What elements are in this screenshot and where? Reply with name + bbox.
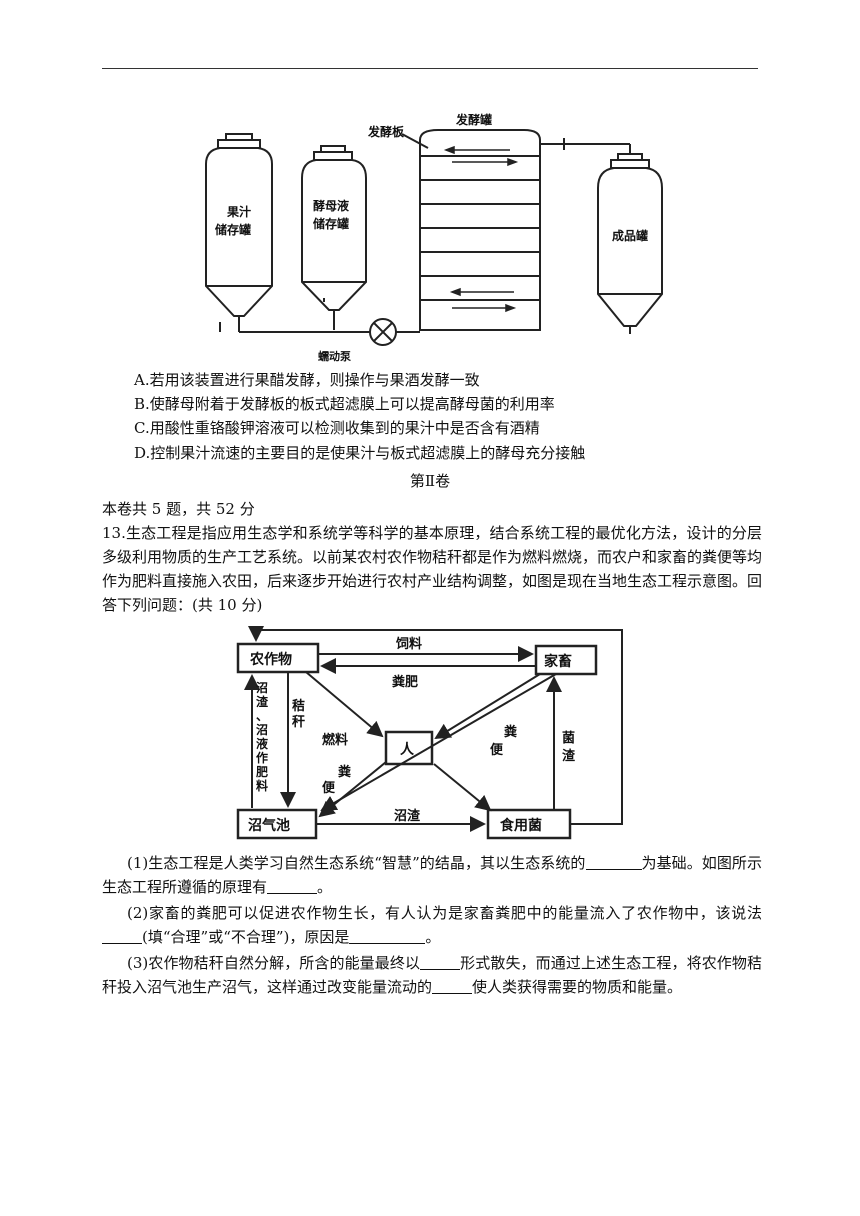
node-biogas: 沼气池 [248,817,290,834]
node-human: 人 [400,741,415,758]
edge-feces-right-1: 粪 [504,724,517,740]
answer-blank[interactable] [585,853,642,870]
edge-straw-2: 秆 [292,715,305,730]
edge-residue-fert-4: 沼 [256,723,268,737]
label-yeast-tank-2: 储存罐 [313,216,349,231]
edge-residue-fert-7: 肥 [256,764,268,779]
label-juice-tank-2: 储存罐 [215,222,251,237]
answer-blank[interactable] [102,927,142,944]
node-human-box [384,730,434,766]
option-c: C.用酸性重铬酸钾溶液可以检测收集到的果汁中是否含有酒精 [134,419,540,437]
answer-blank[interactable] [432,977,473,994]
edge-feces-right-2: 便 [490,742,504,758]
fermentation-apparatus-diagram: 果汁 储存罐 酵母液 储存罐 发酵板 发酵罐 成品罐 蠕动泵 [205,112,663,363]
node-crops-box [236,642,320,674]
question-13-part-1: (1)生态工程是人类学习自然生态系统“智慧”的结晶，其以生态系统的为基础。如图所… [102,853,762,896]
question-13-stem: 13.生态工程是指应用生态学和系统学等科学的基本原理，结合系统工程的最优化方法，… [102,524,763,614]
label-juice-tank-1: 果汁 [226,204,251,219]
eco-engineering-diagram: 农作物 家畜 人 沼气池 食用菌 饲料 粪肥 燃料 沼渣 沼 渣 、 沼 液 作… [236,626,623,840]
edge-biogas-residue: 沼渣 [394,808,421,824]
label-yeast-tank-1: 酵母液 [313,198,349,213]
edge-residue-fert-3: 、 [256,709,268,723]
edge-residue-fert-5: 液 [256,736,268,751]
option-a: A.若用该装置进行果醋发酵，则操作与果酒发酵一致 [134,371,480,389]
edge-feces-left-1: 粪 [338,764,351,780]
node-livestock-box [534,644,598,676]
node-livestock: 家畜 [544,653,572,670]
edge-feed: 饲料 [395,636,422,652]
node-crops: 农作物 [249,651,292,668]
section-title: 第Ⅱ卷 [409,472,451,490]
edge-fungi-residue-2: 渣 [562,748,576,764]
answer-blank[interactable] [267,877,318,894]
label-ferment-tank: 发酵罐 [455,112,492,127]
edge-residue-fert-8: 料 [256,778,268,793]
option-b: B.使酵母附着于发酵板的板式超滤膜上可以提高酵母菌的利用率 [134,395,555,413]
edge-residue-fert-6: 作 [256,750,268,765]
edge-fungi-residue-1: 菌 [562,730,575,746]
edge-feces-left-2: 便 [322,780,336,796]
edge-manure-fert: 粪肥 [392,674,418,690]
answer-blank[interactable] [420,953,461,970]
question-13-part-2: (2)家畜的粪肥可以促进农作物生长，有人认为是家畜粪肥中的能量流入了农作物中，该… [102,901,762,949]
label-ferment-plate: 发酵板 [367,124,405,139]
option-d: D.控制果汁流速的主要目的是使果汁与板式超滤膜上的酵母充分接触 [134,444,586,462]
header-rule [102,68,758,69]
edge-residue-fert-1: 沼 [256,681,268,695]
question-13-part-3: (3)农作物秸秆自然分解，所含的能量最终以形式散失，而通过上述生态工程，将农作物… [102,953,762,996]
section-note: 本卷共 5 题，共 52 分 [102,500,255,518]
edge-residue-fert-2: 渣 [256,694,269,709]
node-fungi: 食用菌 [500,817,542,834]
edge-straw-1: 秸 [292,698,305,714]
label-product-tank: 成品罐 [612,228,648,243]
label-pump: 蠕动泵 [318,349,351,363]
answer-blank[interactable] [349,927,426,944]
edge-fuel: 燃料 [322,732,348,748]
